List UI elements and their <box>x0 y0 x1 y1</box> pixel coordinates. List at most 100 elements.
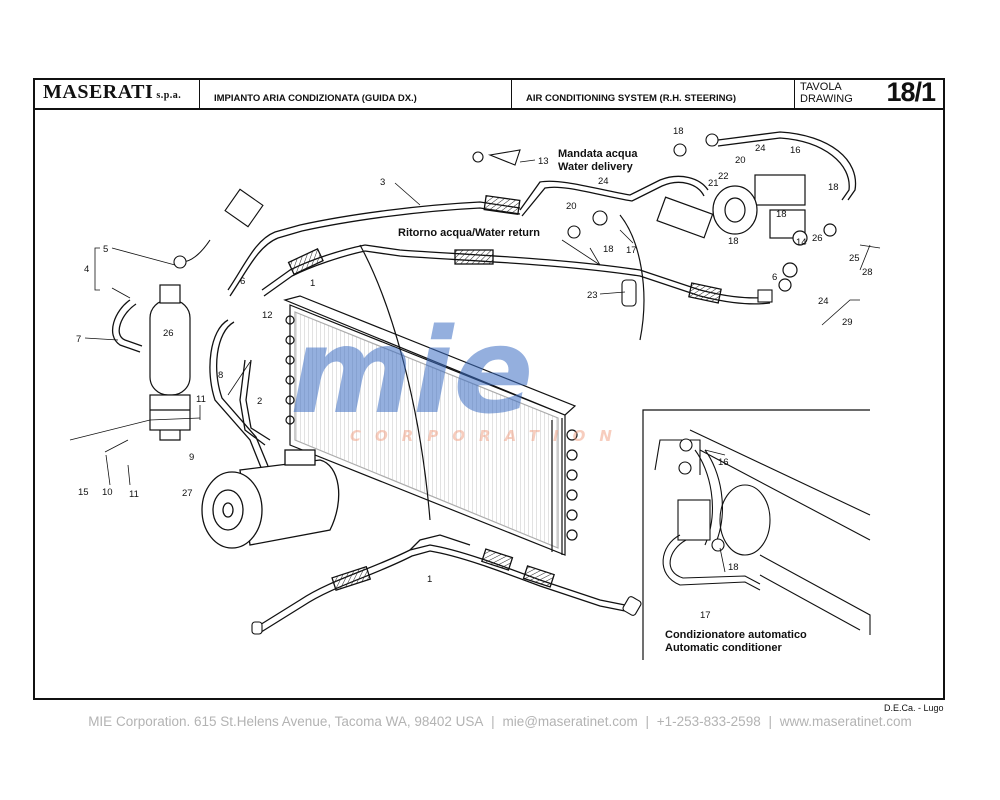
footer-email[interactable]: mie@maseratinet.com <box>502 714 638 729</box>
callout-19-right: 18 <box>828 182 839 193</box>
callout-25: 25 <box>849 253 860 264</box>
footer-address: MIE Corporation. 615 St.Helens Avenue, T… <box>88 714 484 729</box>
callout-19-inset: 18 <box>728 562 739 573</box>
callout-19-top: 18 <box>673 126 684 137</box>
callout-17: 14 <box>796 237 807 248</box>
receiver-drier <box>149 284 191 441</box>
hose-16-inner <box>717 137 850 201</box>
hose-3 <box>227 201 521 291</box>
hose-8 <box>209 319 263 471</box>
title-english: AIR CONDITIONING SYSTEM (R.H. STEERING) <box>526 93 737 104</box>
hose-8-inner <box>216 321 269 467</box>
hose-16 <box>717 131 857 201</box>
hose-lower-sleeve-1 <box>331 565 372 592</box>
drawing-number: 18/1 <box>886 77 936 107</box>
body-pillar <box>359 244 431 521</box>
auto-conditioner-it: Condizionatore automatico <box>665 629 807 641</box>
callout-27-left: 26 <box>163 328 174 339</box>
callout-28: 27 <box>182 488 193 499</box>
return-hose <box>364 244 771 299</box>
callout-22: 22 <box>718 171 729 182</box>
title-italian: IMPIANTO ARIA CONDIZIONATA (GUIDA DX.) <box>214 93 417 104</box>
watermark-logo: mie <box>290 302 533 440</box>
hose-2 <box>239 359 266 446</box>
hose-1-sleeve <box>287 248 324 276</box>
fittings <box>173 133 773 635</box>
callout-8: 8 <box>218 370 223 381</box>
signature-label: D.E.Ca. - Lugo <box>884 703 944 713</box>
callout-13: 15 <box>78 487 89 498</box>
hose-3-sleeve <box>483 194 521 216</box>
callout-9: 9 <box>189 452 194 463</box>
callout-5: 5 <box>103 244 108 255</box>
callout-16: 16 <box>790 145 801 156</box>
contact-footer: MIE Corporation. 615 St.Helens Avenue, T… <box>0 714 1000 729</box>
hose-2-inner <box>245 359 271 441</box>
callout-18: 17 <box>626 245 637 256</box>
title-en-cell: AIR CONDITIONING SYSTEM (R.H. STEERING) <box>512 78 795 108</box>
hose-1-upper-inner <box>263 250 366 297</box>
water-delivery-en: Water delivery <box>558 161 634 173</box>
brand-suffix: s.p.a. <box>156 90 182 101</box>
return-sleeve-2 <box>688 282 722 304</box>
callout-12: 11 <box>129 489 139 500</box>
return-sleeve <box>454 249 494 265</box>
water-return-label: Ritorno acqua/Water return <box>398 227 540 239</box>
automatic-conditioner-inset <box>642 409 871 660</box>
drawing-label: DRAWING <box>800 93 853 105</box>
footer-phone: +1-253-833-2598 <box>656 714 761 729</box>
callout-21: 21 <box>708 178 719 189</box>
callout-1-lower: 1 <box>427 574 432 585</box>
callout-20-left: 20 <box>566 201 577 212</box>
callout-11: 11 <box>196 394 206 405</box>
callout-26-left: 24 <box>598 176 609 187</box>
body-panel-edge <box>619 214 645 341</box>
callout-14: 12 <box>262 310 273 321</box>
callout-3: 3 <box>380 177 385 188</box>
hose-7 <box>111 299 141 353</box>
leader-lines <box>69 159 881 573</box>
hose-1-lower <box>254 544 626 629</box>
callout-7: 7 <box>76 334 81 345</box>
return-hose-inner <box>364 250 771 305</box>
footer-separator: | <box>645 714 649 729</box>
footer-separator: | <box>768 714 772 729</box>
watermark: mie CORPORATION <box>290 302 626 445</box>
hose-1-lower-inner <box>257 550 626 635</box>
watermark-subtitle: CORPORATION <box>350 427 626 445</box>
drawing-number-cell: TAVOLA DRAWING 18/1 <box>795 77 945 108</box>
hose-18 <box>519 175 709 211</box>
callout-29: 28 <box>862 267 873 278</box>
callout-27-right: 26 <box>812 233 823 244</box>
callout-15: 13 <box>538 156 549 167</box>
callout-4: 4 <box>84 264 89 275</box>
hose-lower-sleeve-2 <box>481 548 514 571</box>
hose-lower-sleeve-3 <box>522 565 555 588</box>
callout-18-inset: 17 <box>700 610 711 621</box>
callout-16-inset: 16 <box>718 457 729 468</box>
footer-separator: | <box>491 714 495 729</box>
auto-conditioner-en: Automatic conditioner <box>665 642 782 654</box>
footer-website[interactable]: www.maseratinet.com <box>779 714 912 729</box>
condenser <box>283 295 578 556</box>
title-it-cell: IMPIANTO ARIA CONDIZIONATA (GUIDA DX.) <box>200 78 512 108</box>
brand-name: MASERATI <box>43 81 154 103</box>
callout-23: 23 <box>587 290 598 301</box>
part-callouts: 5 4 6 1 26 7 12 8 2 11 9 15 10 11 27 3 1… <box>76 126 873 621</box>
callout-6-right: 6 <box>772 272 777 283</box>
callout-30: 29 <box>842 317 853 328</box>
callout-6: 6 <box>240 276 245 287</box>
hose-3-inner <box>229 207 521 297</box>
water-delivery-it: Mandata acqua <box>558 148 638 160</box>
callout-24: 24 <box>818 296 829 307</box>
hose-7-inner <box>118 303 143 347</box>
callout-2: 2 <box>257 396 262 407</box>
compressor <box>201 449 340 549</box>
drawing-frame <box>33 78 945 700</box>
callout-19-mid: 18 <box>603 244 614 255</box>
hoses <box>111 131 857 635</box>
